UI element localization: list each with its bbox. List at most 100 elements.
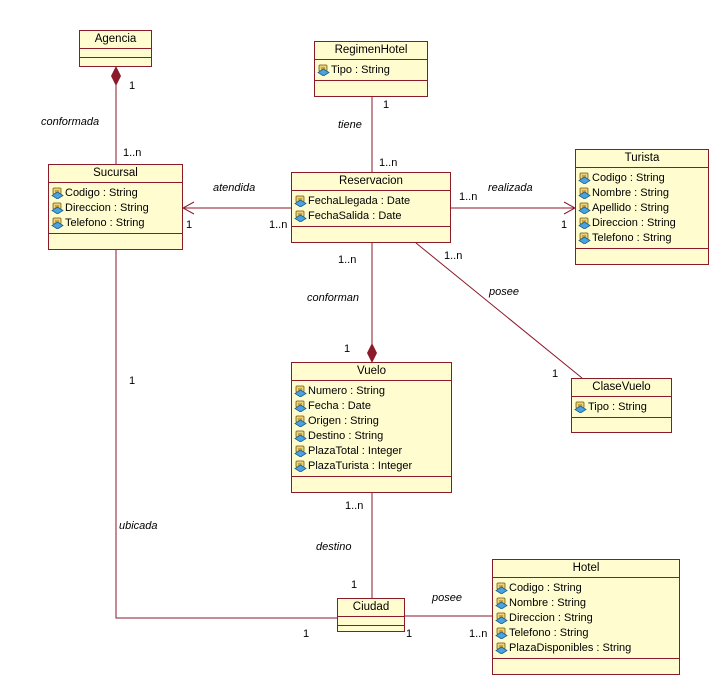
attribute-row: Codigo : String [578, 170, 706, 185]
assoc-ubicada-name: ubicada [119, 520, 158, 532]
attribute-row: Direccion : String [495, 610, 677, 625]
attribute-compartment: Tipo : String [572, 397, 671, 417]
attribute-icon [294, 415, 307, 427]
attribute-text: Fecha : Date [308, 399, 371, 412]
attribute-row: Origen : String [294, 413, 449, 428]
assoc-conformada-mult-sucursal: 1..n [123, 147, 142, 159]
arrowhead-sucursal [181, 201, 195, 215]
attribute-icon [495, 627, 508, 639]
attribute-row: Telefono : String [578, 230, 706, 245]
composition-diamond-agencia [111, 66, 121, 86]
assoc-conformada-mult-agencia: 1 [129, 80, 136, 92]
operation-compartment [572, 417, 671, 424]
operation-compartment [315, 80, 427, 87]
attribute-icon [317, 64, 330, 76]
assoc-atendida-name: atendida [213, 182, 256, 194]
attribute-icon [495, 612, 508, 624]
attribute-row: Nombre : String [495, 595, 677, 610]
attribute-text: Codigo : String [592, 171, 665, 184]
attribute-icon [294, 430, 307, 442]
assoc-posee-clase-mult-reservacion: 1..n [444, 250, 463, 262]
attribute-icon [578, 187, 591, 199]
attribute-icon [51, 217, 64, 229]
assoc-tiene-mult-regimen: 1 [383, 99, 390, 111]
assoc-posee-hotel-name: posee [432, 592, 462, 604]
assoc-ubicada-line [115, 250, 337, 619]
attribute-icon [294, 445, 307, 457]
attribute-icon [294, 400, 307, 412]
attribute-row: Tipo : String [317, 62, 425, 77]
attribute-icon [578, 172, 591, 184]
assoc-posee-hotel-mult-ciudad: 1 [406, 628, 413, 640]
attribute-text: PlazaDisponibles : String [509, 641, 632, 654]
attribute-text: FechaSalida : Date [308, 209, 402, 222]
assoc-conformada-name: conformada [41, 116, 100, 128]
class-name: Hotel [493, 560, 679, 578]
assoc-conforman-mult-reservacion: 1..n [338, 254, 357, 266]
attribute-text: Codigo : String [509, 581, 582, 594]
attribute-compartment: Tipo : String [315, 60, 427, 80]
class-agencia[interactable]: Agencia [79, 30, 152, 67]
attribute-icon [294, 195, 307, 207]
attribute-row: Tipo : String [574, 399, 669, 414]
attribute-row: Numero : String [294, 383, 449, 398]
attribute-icon [294, 460, 307, 472]
assoc-conforman-mult-vuelo: 1 [344, 343, 351, 355]
attribute-icon [578, 232, 591, 244]
assoc-posee-clase-name: posee [489, 286, 519, 298]
operation-compartment [292, 226, 450, 233]
attribute-row: Direccion : String [578, 215, 706, 230]
class-ciudad[interactable]: Ciudad [337, 598, 405, 632]
class-name: Agencia [80, 31, 151, 49]
attribute-text: PlazaTotal : Integer [308, 444, 403, 457]
composition-diamond-vuelo [367, 343, 377, 363]
assoc-atendida-mult-reservacion: 1..n [269, 219, 288, 231]
attribute-row: FechaSalida : Date [294, 208, 448, 223]
assoc-realizada-mult-reservacion: 1..n [459, 191, 478, 203]
attribute-text: Numero : String [308, 384, 386, 397]
assoc-destino-mult-vuelo: 1..n [345, 500, 364, 512]
attribute-row: PlazaTotal : Integer [294, 443, 449, 458]
attribute-row: FechaLlegada : Date [294, 193, 448, 208]
attribute-text: Destino : String [308, 429, 384, 442]
operation-compartment [80, 57, 151, 64]
attribute-row: Destino : String [294, 428, 449, 443]
assoc-destino-name: destino [316, 541, 352, 553]
attribute-text: Nombre : String [592, 186, 670, 199]
attribute-text: Telefono : String [65, 216, 145, 229]
attribute-icon [51, 202, 64, 214]
assoc-posee-clase-mult-clasevuelo: 1 [552, 368, 559, 380]
class-name: ClaseVuelo [572, 379, 671, 397]
attribute-row: Telefono : String [495, 625, 677, 640]
assoc-posee-clase-line [415, 242, 583, 379]
assoc-posee-hotel-mult-hotel: 1..n [469, 628, 488, 640]
attribute-text: Nombre : String [509, 596, 587, 609]
attribute-text: Telefono : String [509, 626, 589, 639]
operation-compartment [49, 233, 182, 240]
attribute-text: Codigo : String [65, 186, 138, 199]
class-name: Ciudad [338, 599, 404, 617]
class-name: Reservacion [292, 173, 450, 191]
class-name: Vuelo [292, 363, 451, 381]
attribute-text: Tipo : String [331, 63, 390, 76]
attribute-text: Direccion : String [65, 201, 149, 214]
attribute-text: Origen : String [308, 414, 379, 427]
attribute-text: PlazaTurista : Integer [308, 459, 413, 472]
attribute-row: Fecha : Date [294, 398, 449, 413]
assoc-conforman-name: conforman [307, 292, 359, 304]
attribute-text: Apellido : String [592, 201, 670, 214]
operation-compartment [338, 625, 404, 632]
operation-compartment [292, 476, 451, 483]
